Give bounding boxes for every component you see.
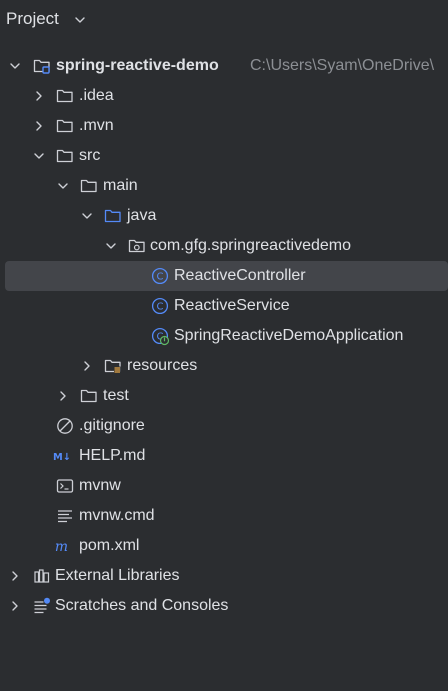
svg-text:C: C bbox=[157, 302, 164, 313]
spring-boot-class-icon: C bbox=[151, 327, 170, 346]
chevron-down-icon[interactable] bbox=[74, 14, 86, 26]
java-class-icon: C bbox=[151, 267, 169, 285]
chevron-down-icon[interactable] bbox=[81, 210, 93, 222]
maven-file-icon: m bbox=[55, 539, 68, 555]
chevron-right-icon[interactable] bbox=[33, 120, 45, 132]
tree-row-gitignore[interactable]: .gitignore bbox=[0, 411, 448, 441]
tree-item-label: HELP.md bbox=[79, 447, 146, 464]
folder-icon bbox=[56, 149, 73, 163]
chevron-down-icon[interactable] bbox=[33, 150, 45, 162]
tree-row-idea[interactable]: .idea bbox=[0, 81, 448, 111]
tree-item-label: mvnw bbox=[79, 477, 121, 494]
tree-item-label: ReactiveService bbox=[174, 297, 290, 314]
tree-row-mvnw-cmd[interactable]: mvnw.cmd bbox=[0, 501, 448, 531]
folder-icon bbox=[80, 389, 97, 403]
tree-row-reactive-service[interactable]: C ReactiveService bbox=[0, 291, 448, 321]
chevron-right-icon[interactable] bbox=[57, 390, 69, 402]
markdown-file-icon: M↓ bbox=[53, 452, 71, 463]
tree-row-application[interactable]: C SpringReactiveDemoApplication bbox=[0, 321, 448, 351]
tree-row-mvnw[interactable]: mvnw bbox=[0, 471, 448, 501]
source-root-folder-icon bbox=[104, 209, 121, 223]
svg-text:C: C bbox=[157, 272, 164, 283]
folder-icon bbox=[80, 179, 97, 193]
tree-item-label: External Libraries bbox=[55, 567, 180, 584]
svg-text:m: m bbox=[55, 539, 68, 555]
scratches-icon bbox=[34, 597, 50, 614]
tree-row-resources[interactable]: resources bbox=[0, 351, 448, 381]
chevron-down-icon[interactable] bbox=[9, 60, 21, 72]
tree-item-label: .idea bbox=[79, 87, 114, 104]
libraries-icon bbox=[34, 569, 50, 583]
tree-item-label: pom.xml bbox=[79, 537, 140, 554]
tree-row-scratches[interactable]: Scratches and Consoles bbox=[0, 591, 448, 621]
tree-item-label: mvnw.cmd bbox=[79, 507, 155, 524]
tree-row-test[interactable]: test bbox=[0, 381, 448, 411]
tree-row-src[interactable]: src bbox=[0, 141, 448, 171]
package-icon bbox=[128, 239, 145, 253]
tree-item-label: .mvn bbox=[79, 117, 114, 134]
chevron-right-icon[interactable] bbox=[9, 570, 21, 582]
tree-item-label: SpringReactiveDemoApplication bbox=[174, 327, 404, 344]
tree-item-label: .gitignore bbox=[79, 417, 145, 434]
text-file-icon bbox=[58, 510, 72, 523]
chevron-right-icon[interactable] bbox=[33, 90, 45, 102]
folder-icon bbox=[56, 119, 73, 133]
tree-item-label: resources bbox=[127, 357, 198, 374]
chevron-down-icon[interactable] bbox=[105, 240, 117, 252]
svg-text:C: C bbox=[157, 332, 164, 343]
project-tree: spring-reactive-demo C:\Users\Syam\OneDr… bbox=[0, 51, 448, 621]
chevron-right-icon[interactable] bbox=[81, 360, 93, 372]
tree-item-label: test bbox=[103, 387, 129, 404]
tree-row-root[interactable]: spring-reactive-demo C:\Users\Syam\OneDr… bbox=[0, 51, 448, 81]
tree-item-label: src bbox=[79, 147, 101, 164]
tree-item-label: java bbox=[127, 207, 157, 224]
module-folder-icon bbox=[33, 59, 50, 74]
tree-row-package[interactable]: com.gfg.springreactivedemo bbox=[0, 231, 448, 261]
tree-item-label: com.gfg.springreactivedemo bbox=[150, 237, 351, 254]
folder-icon bbox=[56, 89, 73, 103]
chevron-down-icon[interactable] bbox=[57, 180, 69, 192]
chevron-right-icon[interactable] bbox=[9, 600, 21, 612]
tree-row-mvn[interactable]: .mvn bbox=[0, 111, 448, 141]
svg-text:M↓: M↓ bbox=[53, 452, 71, 463]
project-view-title[interactable]: Project bbox=[6, 9, 59, 28]
project-panel-header: Project bbox=[0, 0, 448, 40]
tree-row-main[interactable]: main bbox=[0, 171, 448, 201]
java-class-icon: C bbox=[151, 297, 169, 315]
tree-row-external-libraries[interactable]: External Libraries bbox=[0, 561, 448, 591]
tree-row-java[interactable]: java bbox=[0, 201, 448, 231]
tree-row-reactive-controller[interactable]: C ReactiveController bbox=[0, 261, 448, 291]
terminal-file-icon bbox=[56, 479, 74, 493]
tree-item-label: main bbox=[103, 177, 138, 194]
root-module-label: spring-reactive-demo bbox=[56, 57, 219, 74]
tree-row-help-md[interactable]: M↓ HELP.md bbox=[0, 441, 448, 471]
tree-item-label: Scratches and Consoles bbox=[55, 597, 229, 614]
tree-item-label: ReactiveController bbox=[174, 267, 306, 284]
resources-folder-icon bbox=[104, 359, 121, 374]
tree-row-pom-xml[interactable]: m pom.xml bbox=[0, 531, 448, 561]
ignore-file-icon bbox=[57, 418, 73, 434]
root-module-path: C:\Users\Syam\OneDrive\ bbox=[250, 57, 435, 74]
